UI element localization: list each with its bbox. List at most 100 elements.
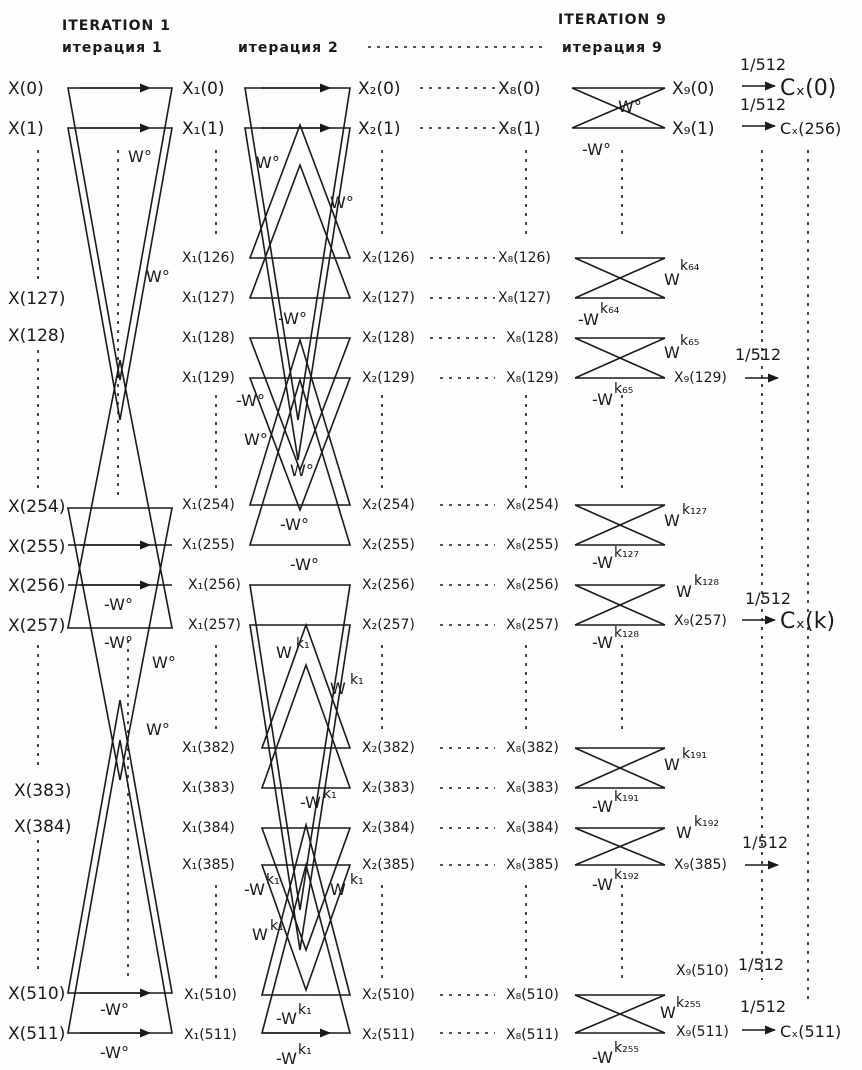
- twiddle-label: -W: [578, 310, 599, 329]
- twiddle-label: k₁: [350, 872, 364, 888]
- output-c256: Cₓ(256): [780, 119, 841, 138]
- twiddle-label: k₁: [296, 636, 310, 652]
- it9-bfly-510: [574, 994, 666, 1034]
- scale-label: 1/512: [740, 95, 786, 114]
- output-ck: Cₓ(k): [780, 609, 835, 634]
- it9-bfly-254: [574, 504, 666, 546]
- x2-label: X₂(510): [362, 987, 415, 1003]
- twiddle-label: k₁₂₈: [694, 573, 719, 589]
- x8-label: X₈(0): [498, 79, 541, 99]
- twiddle-label: W°: [146, 720, 170, 739]
- twiddle-label: W: [664, 343, 680, 362]
- twiddle-label: k₁₉₁: [682, 746, 707, 762]
- twiddle-label: -W: [592, 390, 613, 409]
- twiddle-label: k₁: [298, 1042, 312, 1058]
- twiddle-label: -W°: [280, 515, 309, 534]
- twiddle-label: k₆₄: [600, 301, 620, 317]
- column-0-labels: X(0) X(1) X(127) X(128) X(254) X(255) X(…: [8, 79, 71, 1044]
- x2-label: X₂(129): [362, 370, 415, 386]
- output-c511: Cₓ(511): [780, 1022, 841, 1041]
- it2-tri-3: [248, 122, 352, 259]
- iteration-1-butterfly: [37, 83, 173, 1038]
- x2-label: X₂(385): [362, 857, 415, 873]
- x-label: X(1): [8, 119, 44, 139]
- twiddle-label: -W°: [278, 309, 307, 328]
- twiddle-label: -W: [592, 553, 613, 572]
- it2-tri-8: [248, 377, 352, 546]
- twiddle-label: -W: [592, 797, 613, 816]
- x-label: X(384): [14, 817, 71, 837]
- x8-label: X₈(510): [506, 987, 559, 1003]
- it2-tri-2: [244, 127, 351, 461]
- twiddle-label: k₁: [270, 918, 284, 934]
- scale-label: 1/512: [735, 345, 781, 364]
- twiddle-label: k₁₉₂: [614, 867, 639, 883]
- iteration-9-butterflies: [571, 87, 666, 1034]
- twiddle-label: k₆₄: [680, 258, 700, 274]
- x8-label: X₈(511): [506, 1027, 559, 1043]
- twiddle-label: W°: [152, 653, 176, 672]
- twiddle-label: W: [664, 270, 680, 289]
- twiddle-label: W°: [244, 430, 268, 449]
- twiddle-label: W: [676, 582, 692, 601]
- twiddle-label: W°: [330, 193, 354, 212]
- twiddle-label: W°: [256, 153, 280, 172]
- header-iteration-1-en: ITERATION 1: [62, 18, 171, 34]
- it2-tri-15: [260, 821, 352, 996]
- twiddle-label: -W: [276, 1009, 297, 1028]
- twiddle-label: k₁: [266, 872, 280, 888]
- x2-label: X₂(384): [362, 820, 415, 836]
- x-label: X(127): [8, 289, 65, 309]
- twiddle-label: W: [664, 511, 680, 530]
- twiddle-label: -W: [592, 633, 613, 652]
- x2-label: X₂(382): [362, 740, 415, 756]
- it9-bfly-256: [574, 584, 666, 626]
- twiddle-label: -W°: [582, 140, 611, 159]
- twiddle-label: -W°: [100, 1043, 129, 1062]
- twiddle-label: -W: [244, 880, 265, 899]
- column-links: [381, 87, 527, 1034]
- twiddle-label: -W°: [236, 391, 265, 410]
- twiddle-label: k₆₅: [614, 381, 633, 397]
- twiddle-label: W: [676, 823, 692, 842]
- x2-label: X₂(256): [362, 577, 415, 593]
- header-iteration-2-ru: итерация 2: [238, 40, 339, 56]
- x-label: X(510): [8, 984, 65, 1004]
- column-9-labels: X₉(0) X₉(1) X₉(129) X₉(257) X₉(385) X₉(5…: [672, 79, 729, 1040]
- x8-label: X₈(257): [506, 617, 559, 633]
- x8-label: X₈(127): [498, 290, 551, 306]
- x1-label: X₁(382): [182, 740, 235, 756]
- twiddle-label: k₁: [350, 672, 364, 688]
- column-8-labels: X₈(0) X₈(1) X₈(126) X₈(127) X₈(128) X₈(1…: [498, 79, 559, 1043]
- x2-label: X₂(511): [362, 1027, 415, 1043]
- scale-label: 1/512: [745, 589, 791, 608]
- it9-bfly-128: [574, 337, 666, 379]
- twiddle-label: W: [330, 880, 346, 899]
- x9-label: X₉(385): [674, 857, 727, 873]
- x1-label: X₁(0): [182, 79, 225, 99]
- x8-label: X₈(128): [506, 330, 559, 346]
- it9-bfly-0: [571, 87, 666, 129]
- output-labels: Cₓ(0) Cₓ(256) Cₓ(k) Cₓ(511): [780, 76, 841, 1041]
- x8-label: X₈(383): [506, 780, 559, 796]
- header-iteration-9-en: ITERATION 9: [558, 12, 667, 28]
- x-label: X(511): [8, 1024, 65, 1044]
- scale-label: 1/512: [740, 55, 786, 74]
- header-iteration-1-ru: итерация 1: [62, 40, 163, 56]
- x9-label: X₉(0): [672, 79, 715, 99]
- it2-tri-11: [260, 622, 352, 749]
- x1-label: X₁(126): [182, 250, 235, 266]
- twiddle-label: W°: [128, 147, 152, 166]
- twiddle-label: -W: [592, 875, 613, 894]
- x1-label: X₁(1): [182, 119, 225, 139]
- output-c0: Cₓ(0): [780, 76, 836, 101]
- x8-label: X₈(384): [506, 820, 559, 836]
- twiddle-label: k₆₅: [680, 333, 699, 349]
- twiddle-label: -W: [276, 1049, 297, 1068]
- scale-label: 1/512: [740, 997, 786, 1016]
- twiddle-label: W: [276, 643, 292, 662]
- x8-label: X₈(256): [506, 577, 559, 593]
- it2-tri-12: [260, 662, 352, 789]
- x8-label: X₈(255): [506, 537, 559, 553]
